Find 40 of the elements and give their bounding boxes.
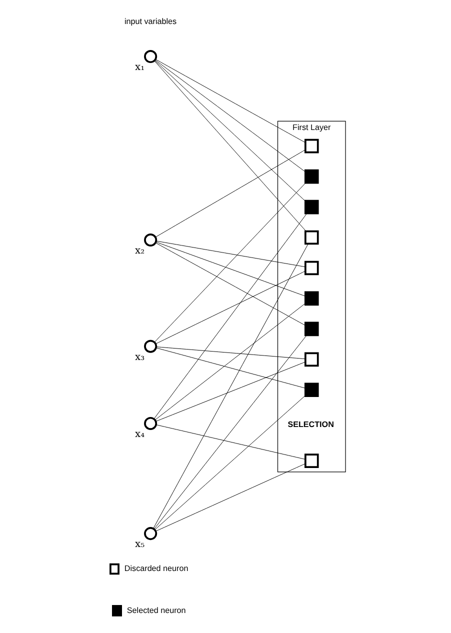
node-circle (144, 233, 158, 247)
node-box (304, 169, 319, 184)
connector (155, 463, 306, 532)
node-circle (144, 340, 158, 353)
connector (156, 242, 306, 296)
connector (154, 60, 306, 202)
node-box (304, 322, 319, 336)
node-box (304, 260, 319, 276)
connector (154, 395, 306, 530)
node-circle (144, 416, 158, 430)
node-box (304, 454, 319, 468)
connector (155, 150, 306, 238)
connector (154, 182, 306, 342)
connector (155, 270, 306, 344)
node-box (304, 382, 319, 398)
connector (155, 59, 306, 143)
node-box (304, 200, 319, 214)
node-label: x₄ (135, 429, 145, 440)
node-label: x₁ (135, 62, 145, 74)
connector (155, 242, 306, 326)
connector (154, 60, 306, 232)
connector (154, 303, 306, 420)
node-label: x₅ (135, 539, 145, 550)
node-box (304, 138, 319, 154)
node-label: x₂ (135, 246, 145, 257)
node-box (304, 291, 319, 306)
connector (156, 424, 306, 460)
connector (153, 244, 308, 529)
connector (154, 60, 306, 172)
node-circle (144, 527, 158, 540)
connector (156, 240, 306, 268)
node-box (304, 352, 319, 367)
connector (156, 362, 306, 422)
connector (154, 213, 308, 420)
connector (156, 348, 306, 388)
node-box (304, 230, 319, 245)
connector (156, 346, 306, 360)
node-circle (144, 50, 158, 64)
node-label: x₃ (135, 352, 145, 363)
connector (154, 335, 307, 530)
